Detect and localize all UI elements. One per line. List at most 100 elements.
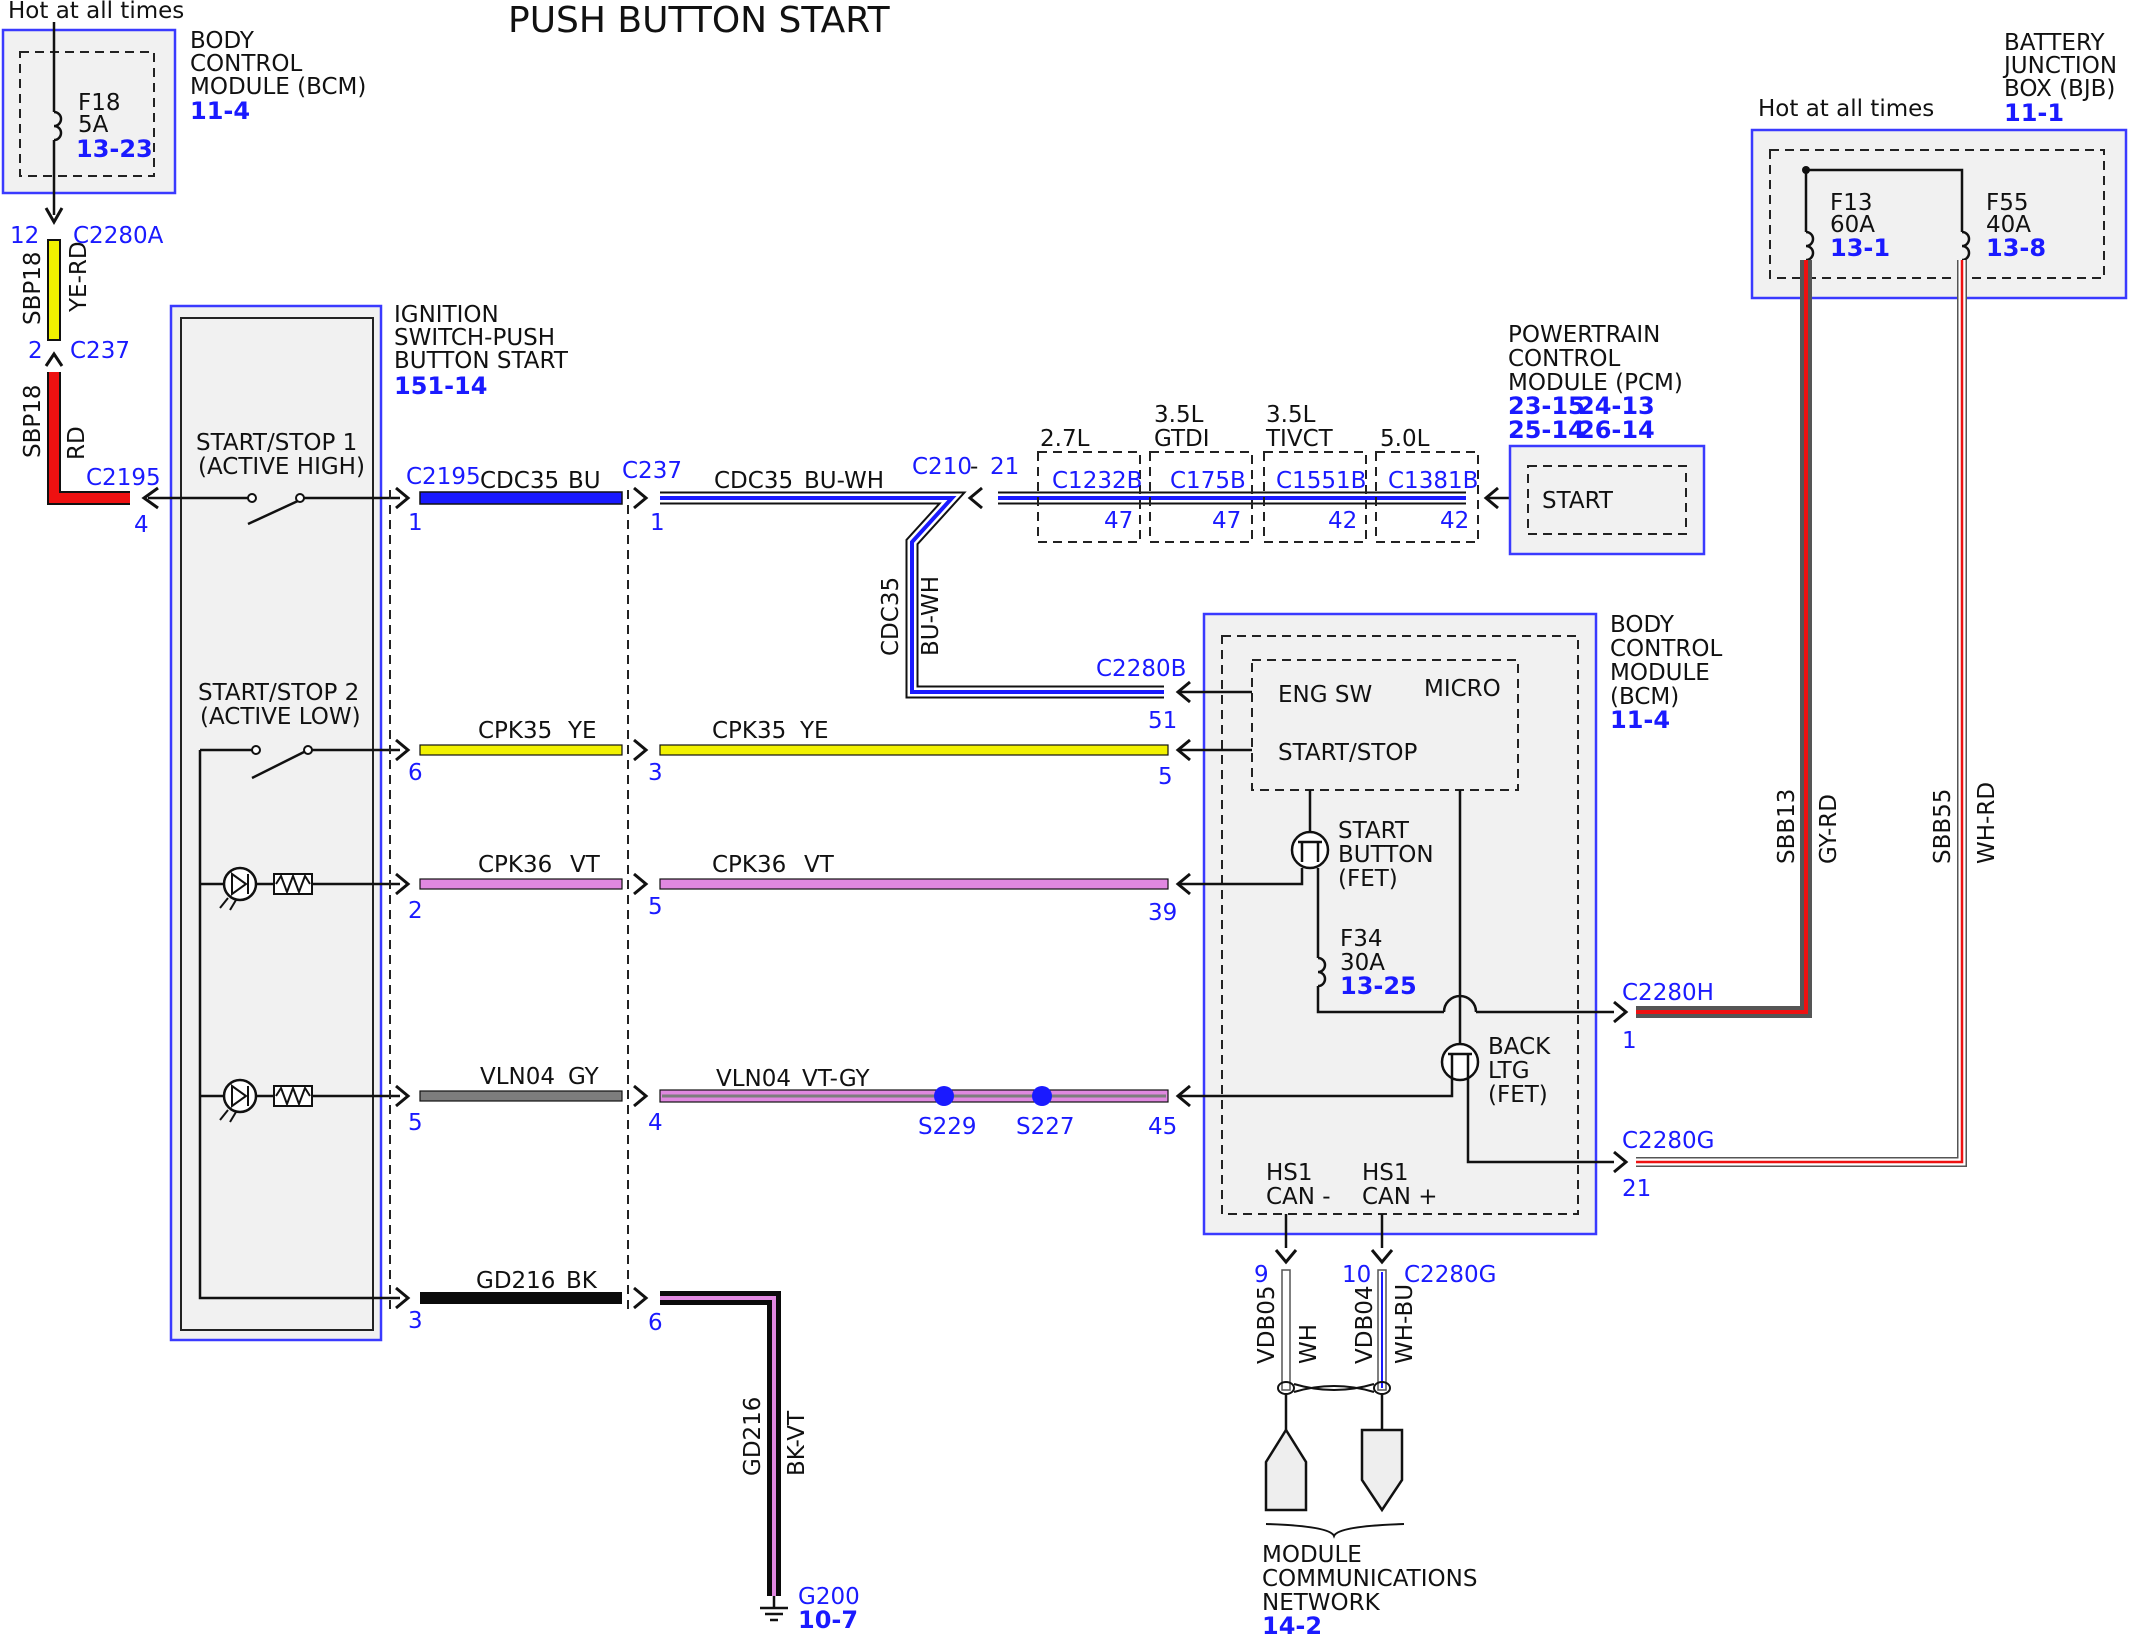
bjb-name-1: BATTERY: [2004, 30, 2105, 56]
conn-c175b[interactable]: C175B: [1170, 468, 1246, 494]
can-pin-10: 10: [1342, 1262, 1371, 1288]
fuse-f55-id: F55: [1986, 190, 2029, 216]
connector-arrow-icon: [633, 1286, 649, 1310]
sw2-label-1: START/STOP 2: [198, 680, 359, 706]
conn-c2280g-can[interactable]: C2280G: [1404, 1262, 1496, 1288]
pcm-ref-3[interactable]: 25-14: [1508, 416, 1585, 444]
cpk35-circ-b: CPK35: [712, 718, 786, 744]
variant-4-engine: 5.0L: [1380, 426, 1430, 452]
bcm-main-inner: [1221, 635, 1579, 1215]
fuse-f18-ref[interactable]: 13-23: [76, 135, 153, 163]
connector-arrow-icon: [1613, 1150, 1629, 1174]
vdb05-circuit: VDB05: [1254, 1286, 1280, 1365]
fuse-f55-ref[interactable]: 13-8: [1986, 234, 2046, 262]
bcm-main: BODY CONTROL MODULE (BCM) 11-4 ENG SW MI…: [1178, 612, 1723, 1236]
c210-dash: -: [970, 454, 978, 480]
bcm-fuse-box: Hot at all times F18 5A 13-23 BODY CONTR…: [1, 0, 366, 215]
network-plug-icon: [1264, 1427, 1308, 1512]
fet-icon: [1440, 1042, 1480, 1082]
fuse-f34-amps: 30A: [1340, 950, 1385, 976]
connector-arrow-icon: [395, 1286, 411, 1310]
cpk35-col-a: YE: [567, 718, 597, 744]
variant-3-engine-2: TIVCT: [1265, 426, 1334, 452]
row-gd216: 3 GD216 BK 6 GD216 BK-VT G200 10-7: [395, 1268, 860, 1634]
vdb04-circuit: VDB04: [1352, 1286, 1378, 1365]
variant-1-engine: 2.7L: [1040, 426, 1090, 452]
row-cpk36: 2 CPK36 VT 5 CPK36 VT 39: [395, 852, 1191, 926]
conn-c237[interactable]: C237: [622, 458, 682, 484]
conn-c2195-left[interactable]: C2195: [86, 465, 161, 491]
bcm-top-name-2: CONTROL: [190, 51, 303, 77]
resistor-icon: [273, 1085, 400, 1107]
bcm-main-name-3: MODULE: [1610, 660, 1710, 686]
conn-c1381b[interactable]: C1381B: [1388, 468, 1478, 494]
vln-circ-a: VLN04: [480, 1064, 555, 1090]
conn-c1232b[interactable]: C1232B: [1052, 468, 1142, 494]
sw1-label-2: (ACTIVE HIGH): [198, 454, 365, 480]
variant-2-pin: 47: [1212, 508, 1241, 534]
cpk35-col-b: YE: [799, 718, 829, 744]
connector-arrow-icon: [395, 486, 411, 510]
cdc-circ-a: CDC35: [480, 468, 559, 494]
wire-gd216-bk-vt: [660, 1296, 776, 1596]
conn-c2280g-right[interactable]: C2280G: [1622, 1128, 1714, 1154]
ground-ref[interactable]: 10-7: [798, 1606, 858, 1634]
wire-sbp18-rd: [49, 372, 130, 503]
conn-c2280a[interactable]: C2280A: [73, 223, 164, 249]
sbb55-circuit: SBB55: [1930, 789, 1956, 864]
wire-sbb13-gy-rd: [1636, 260, 1808, 1014]
ground-id[interactable]: G200: [798, 1584, 860, 1610]
pcm-ref-1[interactable]: 23-15: [1508, 392, 1585, 420]
cdc-vert-pin: 51: [1148, 708, 1177, 734]
cpk36-pin-c: 39: [1148, 900, 1177, 926]
resistor-icon: [273, 873, 400, 895]
cdc-pin-b: 1: [650, 510, 665, 536]
conn-c2195[interactable]: C2195: [406, 464, 481, 490]
cpk36-col-b: VT: [804, 852, 835, 878]
fuse-symbol-icon: [1317, 956, 1327, 988]
connector-arrow-icon: [395, 738, 411, 762]
vln-circ-b: VLN04: [716, 1066, 791, 1092]
ignition-name-3: BUTTON START: [394, 348, 569, 374]
wire-cdc35-bu: [419, 491, 623, 505]
bcm-main-ref[interactable]: 11-4: [1610, 706, 1670, 734]
fuse-f13-ref[interactable]: 13-1: [1830, 234, 1890, 262]
sbp18-pin-12: 12: [10, 223, 39, 249]
ignition-ref[interactable]: 151-14: [394, 372, 487, 400]
fuse-f34-ref[interactable]: 13-25: [1340, 972, 1417, 1000]
start-button-3: (FET): [1338, 866, 1398, 892]
ignition-switch: IGNITION SWITCH-PUSH BUTTON START 151-14…: [141, 302, 569, 1342]
conn-c1551b[interactable]: C1551B: [1276, 468, 1366, 494]
bjb-name-3: BOX (BJB): [2004, 76, 2115, 102]
vdb04-color: WH-BU: [1392, 1284, 1418, 1364]
cpk35-pin-b: 3: [648, 760, 663, 786]
bcm-top-ref[interactable]: 11-4: [190, 97, 250, 125]
connector-arrow-icon: [395, 1084, 411, 1108]
conn-c2280h[interactable]: C2280H: [1622, 980, 1714, 1006]
cpk35-circ-a: CPK35: [478, 718, 552, 744]
hot-at-all-times-left: Hot at all times: [8, 0, 184, 24]
cpk36-col-a: VT: [570, 852, 601, 878]
network-ref[interactable]: 14-2: [1262, 1612, 1322, 1636]
wire-gd216-bk: [420, 1292, 622, 1304]
switch-icon: [198, 745, 400, 1300]
conn-c237-top[interactable]: C237: [70, 338, 130, 364]
connector-arrow-icon: [633, 1084, 649, 1108]
variant-3-pin: 42: [1328, 508, 1357, 534]
pcm-ref-2[interactable]: 24-13: [1578, 392, 1655, 420]
bcm-main-name-2: CONTROL: [1610, 636, 1723, 662]
splice-s227-label: S227: [1016, 1114, 1075, 1140]
variant-box-1: [1037, 451, 1141, 543]
wire-vdb05-wh: [1281, 1269, 1291, 1391]
pcm-name-2: CONTROL: [1508, 346, 1621, 372]
wire-cpk35-a: [419, 744, 623, 756]
hs1-plus-1: HS1: [1362, 1160, 1409, 1186]
cdc-vert-circuit: CDC35: [878, 577, 904, 656]
bjb-ref[interactable]: 11-1: [2004, 99, 2064, 127]
wire-cpk35-b: [659, 744, 1169, 756]
pcm-ref-4[interactable]: 26-14: [1578, 416, 1655, 444]
network-name-2: COMMUNICATIONS: [1262, 1566, 1477, 1592]
wire-cpk36-a: [419, 878, 623, 890]
pcm-box: [1508, 444, 1706, 556]
